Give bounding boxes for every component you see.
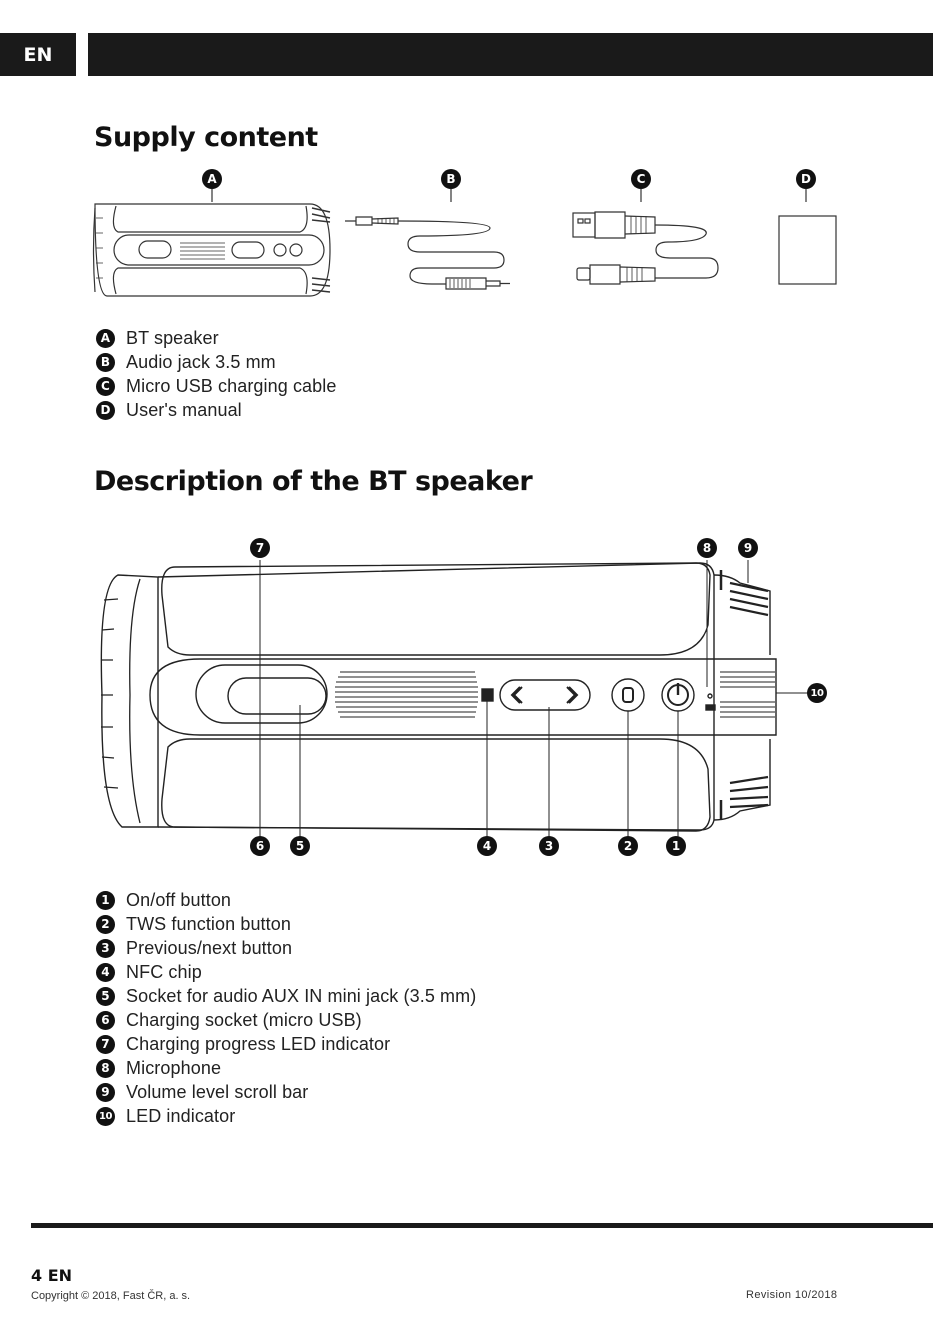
badge: 3 xyxy=(96,938,115,958)
supply-legend: A BT speaker B Audio jack 3.5 mm C Micro US… xyxy=(96,326,337,422)
item-label: TWS function button xyxy=(126,913,291,934)
callout-5: 5 xyxy=(290,836,310,856)
callout-10: 10 xyxy=(807,683,827,703)
list-item: 10 LED indicator xyxy=(96,1104,476,1128)
callout-3: 3 xyxy=(539,836,559,856)
list-item: 1 On/off button xyxy=(96,888,476,912)
supply-callout-a: A xyxy=(202,169,222,189)
item-label: Charging progress LED indicator xyxy=(126,1033,391,1054)
page-number: 4 EN xyxy=(31,1266,73,1285)
item-label: Audio jack 3.5 mm xyxy=(126,351,276,372)
badge: 2 xyxy=(96,914,115,934)
badge: 6 xyxy=(96,1010,115,1030)
item-label: On/off button xyxy=(126,889,232,910)
item-label: BT speaker xyxy=(126,327,219,348)
callout-8: 8 xyxy=(697,538,717,558)
callout-4: 4 xyxy=(477,836,497,856)
badge: 7 xyxy=(96,1034,115,1054)
list-item: 7 Charging progress LED indicator xyxy=(96,1032,476,1056)
list-item: 2 TWS function button xyxy=(96,912,476,936)
item-label: Micro USB charging cable xyxy=(126,375,337,396)
item-label: LED indicator xyxy=(126,1105,236,1126)
list-item: C Micro USB charging cable xyxy=(96,374,337,398)
item-label: Socket for audio AUX IN mini jack (3.5 m… xyxy=(126,985,477,1006)
list-item: 8 Microphone xyxy=(96,1056,476,1080)
badge: 9 xyxy=(96,1082,115,1102)
badge: A xyxy=(96,328,115,348)
supply-callout-c: C xyxy=(631,169,651,189)
description-legend: 1 On/off button 2 TWS function button 3 Pre… xyxy=(96,888,476,1128)
callout-2: 2 xyxy=(618,836,638,856)
copyright: Copyright © 2018, Fast ČR, a. s. xyxy=(31,1290,191,1302)
list-item: 6 Charging socket (micro USB) xyxy=(96,1008,476,1032)
supply-content-title: Supply content xyxy=(94,122,318,153)
supply-callout-d: D xyxy=(796,169,816,189)
item-label: NFC chip xyxy=(126,961,202,982)
language-tab: EN xyxy=(0,33,76,76)
callout-6: 6 xyxy=(250,836,270,856)
list-item: 5 Socket for audio AUX IN mini jack (3.5 … xyxy=(96,984,476,1008)
revision: Revision 10/2018 xyxy=(746,1289,838,1301)
supply-illustration xyxy=(92,189,837,297)
badge: D xyxy=(96,400,115,420)
item-label: Charging socket (micro USB) xyxy=(126,1009,362,1030)
list-item: D User's manual xyxy=(96,398,337,422)
item-label: Microphone xyxy=(126,1057,222,1078)
header-bar xyxy=(88,33,933,76)
list-item: A BT speaker xyxy=(96,326,337,350)
list-item: 9 Volume level scroll bar xyxy=(96,1080,476,1104)
speaker-diagram xyxy=(100,560,808,837)
badge: 1 xyxy=(96,890,115,910)
callout-7: 7 xyxy=(250,538,270,558)
badge: 10 xyxy=(96,1106,115,1126)
callout-1: 1 xyxy=(666,836,686,856)
footer-rule xyxy=(31,1223,933,1228)
list-item: B Audio jack 3.5 mm xyxy=(96,350,337,374)
badge: B xyxy=(96,352,115,372)
item-label: Previous/next button xyxy=(126,937,293,958)
supply-callout-b: B xyxy=(441,169,461,189)
item-label: User's manual xyxy=(126,399,242,420)
list-item: 4 NFC chip xyxy=(96,960,476,984)
badge: 8 xyxy=(96,1058,115,1078)
badge: C xyxy=(96,376,115,396)
list-item: 3 Previous/next button xyxy=(96,936,476,960)
badge: 4 xyxy=(96,962,115,982)
callout-9: 9 xyxy=(738,538,758,558)
item-label: Volume level scroll bar xyxy=(126,1081,309,1102)
description-title: Description of the BT speaker xyxy=(94,466,533,497)
badge: 5 xyxy=(96,986,115,1006)
